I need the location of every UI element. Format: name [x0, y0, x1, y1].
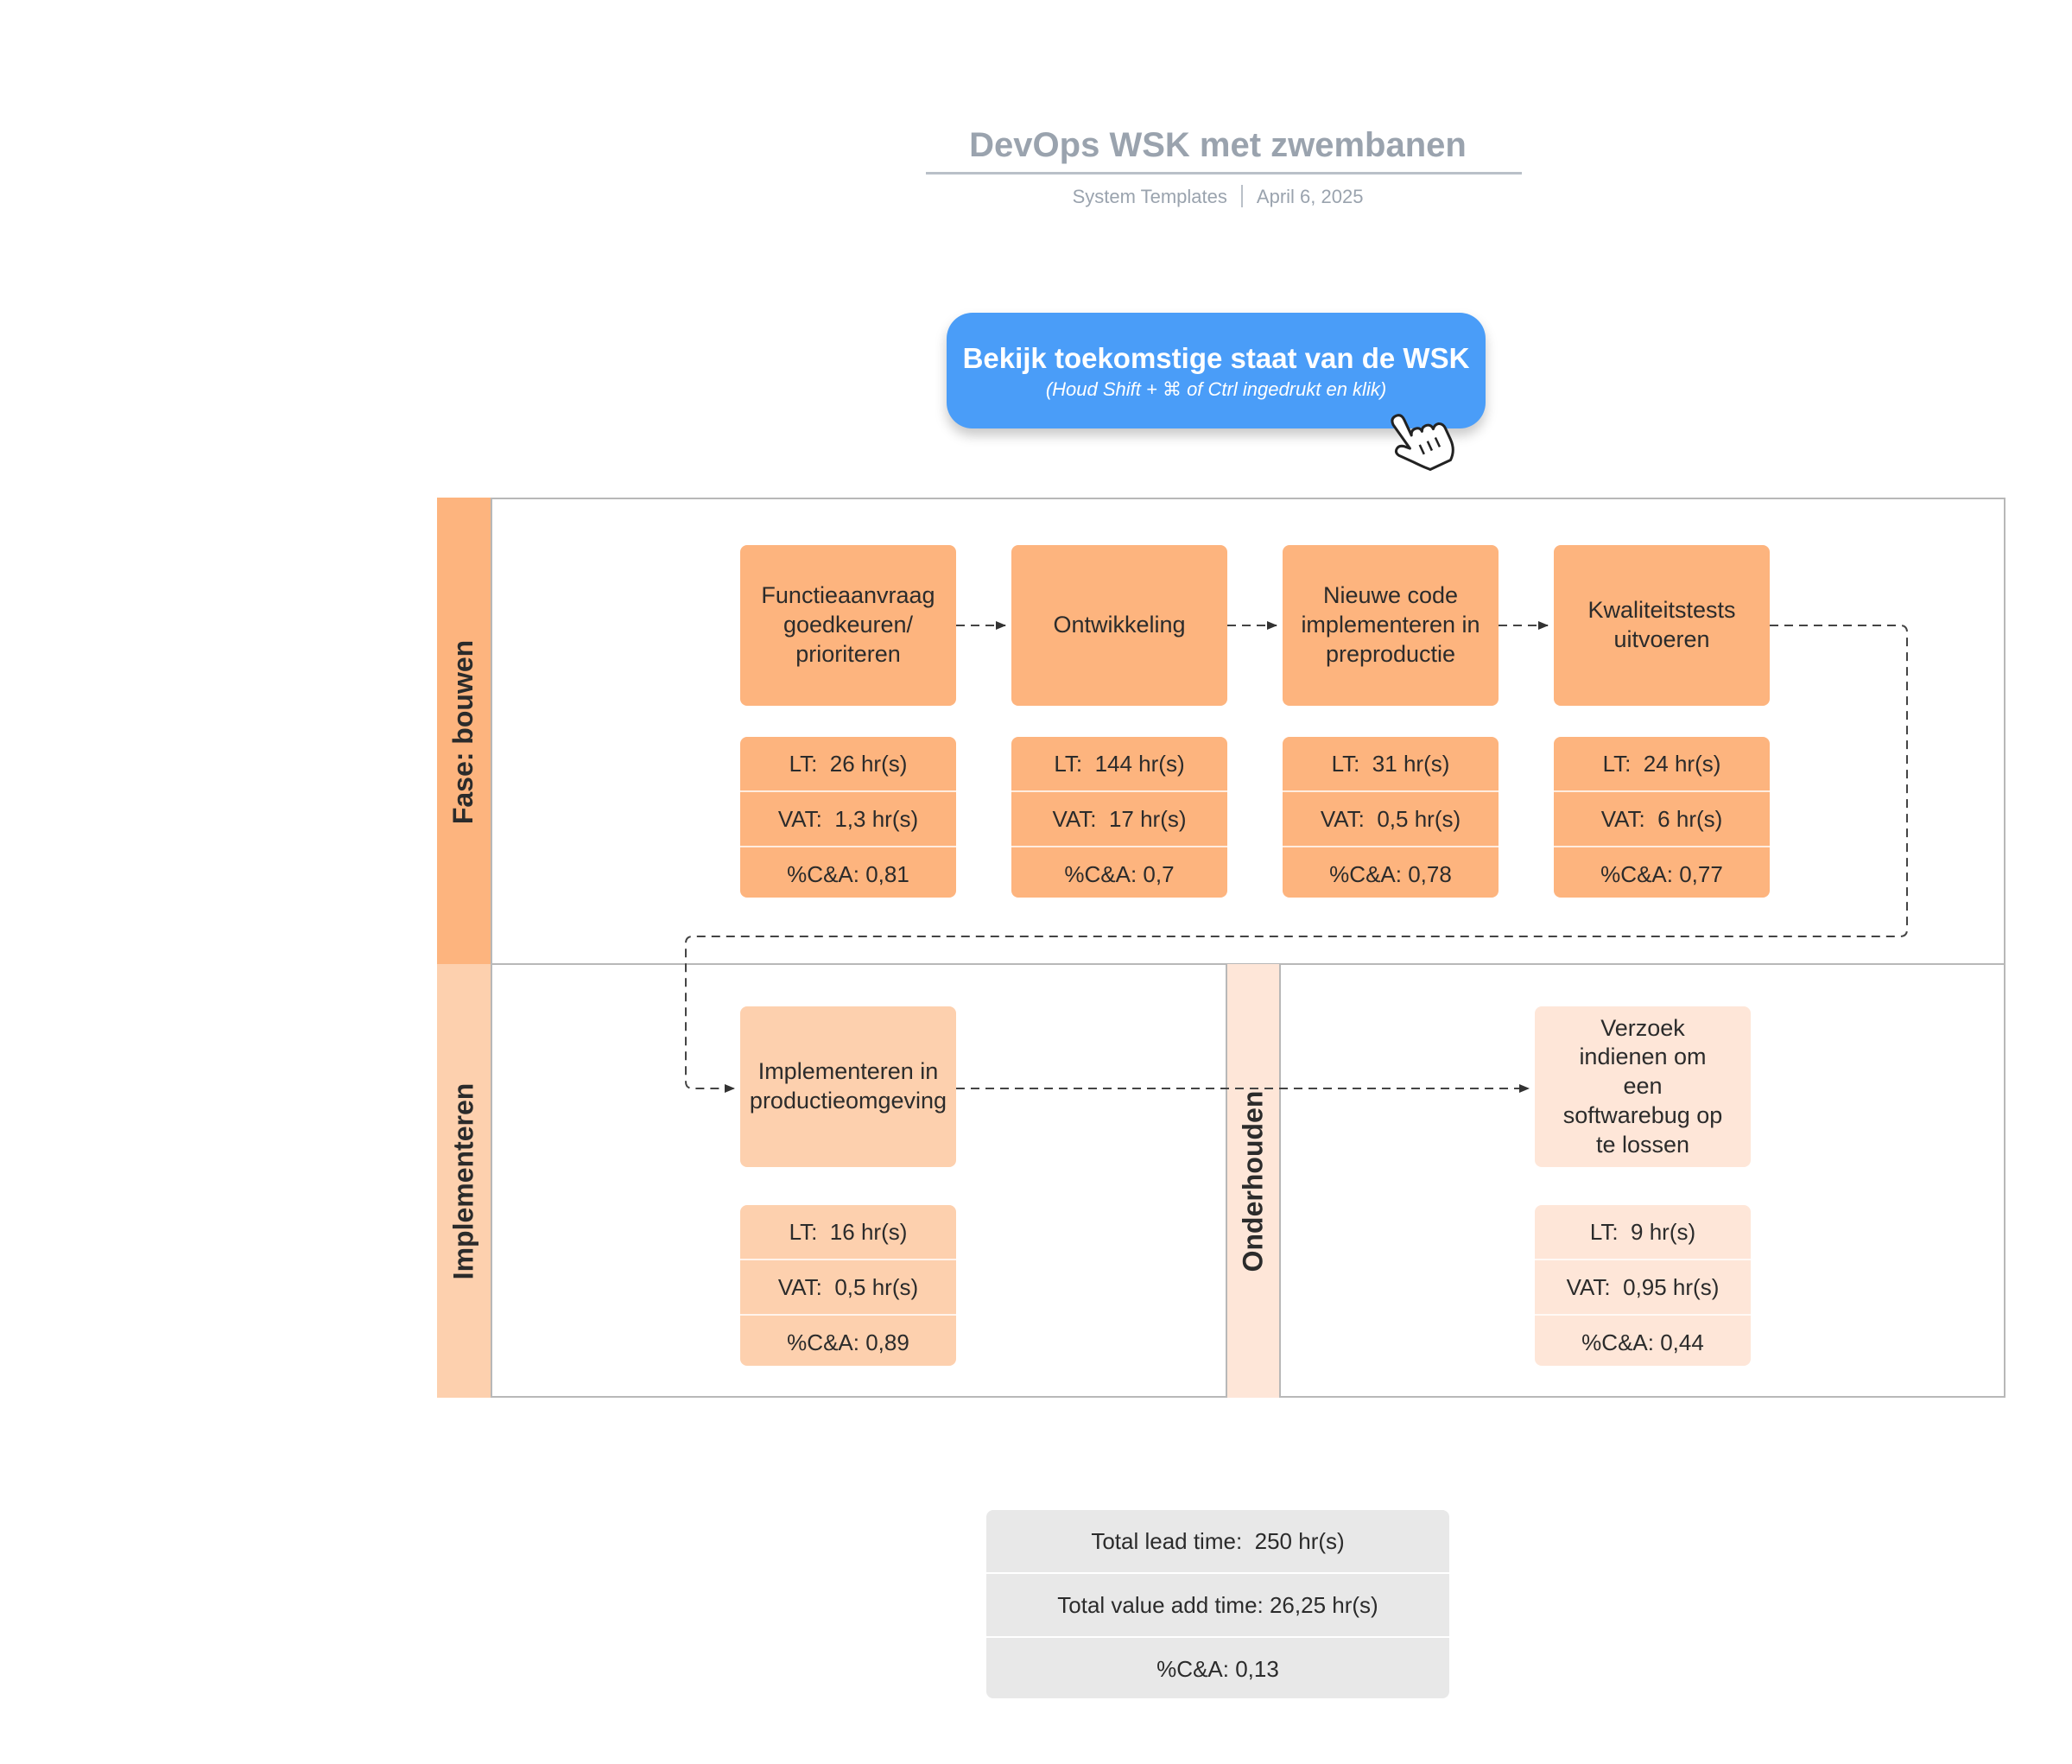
- metrics-step-1: LT: 26 hr(s) VAT: 1,3 hr(s) %C&A: 0,81: [740, 737, 956, 898]
- date-label: April 6, 2025: [1256, 186, 1364, 207]
- value-add-time: VAT: 1,3 hr(s): [740, 790, 956, 846]
- value-add-time: VAT: 17 hr(s): [1011, 790, 1227, 846]
- author-label: System Templates: [1072, 186, 1227, 207]
- percent-ca: %C&A: 0,89: [740, 1314, 956, 1366]
- percent-ca: %C&A: 0,81: [740, 846, 956, 898]
- lane-header-build: Fase: bouwen: [437, 498, 492, 966]
- process-step-3[interactable]: Nieuwe code implementeren in preproducti…: [1283, 545, 1499, 706]
- total-value-add-time: Total value add time: 26,25 hr(s): [986, 1572, 1449, 1636]
- value-add-time: VAT: 0,5 hr(s): [740, 1259, 956, 1314]
- lane-header-maintain: Onderhouden: [1226, 964, 1281, 1398]
- process-step-1[interactable]: Functieaanvraag goedkeuren/ prioriteren: [740, 545, 956, 706]
- lead-time: LT: 31 hr(s): [1331, 750, 1450, 777]
- lead-time: LT: 24 hr(s): [1602, 750, 1721, 777]
- percent-ca: %C&A: 0,7: [1011, 846, 1227, 898]
- lead-time: LT: 144 hr(s): [1054, 750, 1185, 777]
- subtitle-divider: [1240, 185, 1243, 207]
- totals-table: Total lead time: 250 hr(s) Total value a…: [986, 1510, 1449, 1698]
- metrics-step-3: LT: 31 hr(s) VAT: 0,5 hr(s) %C&A: 0,78: [1283, 737, 1499, 898]
- value-add-time: VAT: 0,95 hr(s): [1535, 1259, 1751, 1314]
- metrics-step-6: LT: 9 hr(s) VAT: 0,95 hr(s) %C&A: 0,44: [1535, 1205, 1751, 1366]
- metrics-step-4: LT: 24 hr(s) VAT: 6 hr(s) %C&A: 0,77: [1554, 737, 1770, 898]
- total-percent-ca: %C&A: 0,13: [986, 1636, 1449, 1698]
- future-state-button-label: Bekijk toekomstige staat van de WSK: [962, 342, 1470, 374]
- lead-time: LT: 16 hr(s): [789, 1218, 908, 1245]
- value-add-time: VAT: 0,5 hr(s): [1283, 790, 1499, 846]
- pointer-hand-icon: [1391, 414, 1454, 471]
- process-step-6[interactable]: Verzoek indienen om een softwarebug op t…: [1535, 1006, 1751, 1167]
- future-state-button[interactable]: Bekijk toekomstige staat van de WSK (Hou…: [947, 313, 1486, 428]
- process-step-5[interactable]: Implementeren in productieomgeving: [740, 1006, 956, 1167]
- process-step-4[interactable]: Kwaliteitstests uitvoeren: [1554, 545, 1770, 706]
- lead-time: LT: 9 hr(s): [1589, 1218, 1696, 1245]
- metrics-step-2: LT: 144 hr(s) VAT: 17 hr(s) %C&A: 0,7: [1011, 737, 1227, 898]
- page-title: DevOps WSK met zwembanen: [969, 126, 1467, 164]
- total-lead-time: Total lead time: 250 hr(s): [1091, 1527, 1345, 1554]
- lane-divider: [437, 963, 2005, 965]
- lane-header-implement: Implementeren: [437, 964, 492, 1398]
- page-subtitle: System Templates April 6, 2025: [916, 185, 1520, 208]
- connector-4-5: [685, 625, 1908, 1093]
- percent-ca: %C&A: 0,44: [1535, 1314, 1751, 1366]
- metrics-step-5: LT: 16 hr(s) VAT: 0,5 hr(s) %C&A: 0,89: [740, 1205, 956, 1366]
- percent-ca: %C&A: 0,78: [1283, 846, 1499, 898]
- title-underline: [926, 172, 1522, 174]
- lead-time: LT: 26 hr(s): [789, 750, 908, 777]
- process-step-2[interactable]: Ontwikkeling: [1011, 545, 1227, 706]
- value-add-time: VAT: 6 hr(s): [1554, 790, 1770, 846]
- future-state-button-hint: (Houd Shift + ⌘ of Ctrl ingedrukt en kli…: [1045, 378, 1387, 400]
- percent-ca: %C&A: 0,77: [1554, 846, 1770, 898]
